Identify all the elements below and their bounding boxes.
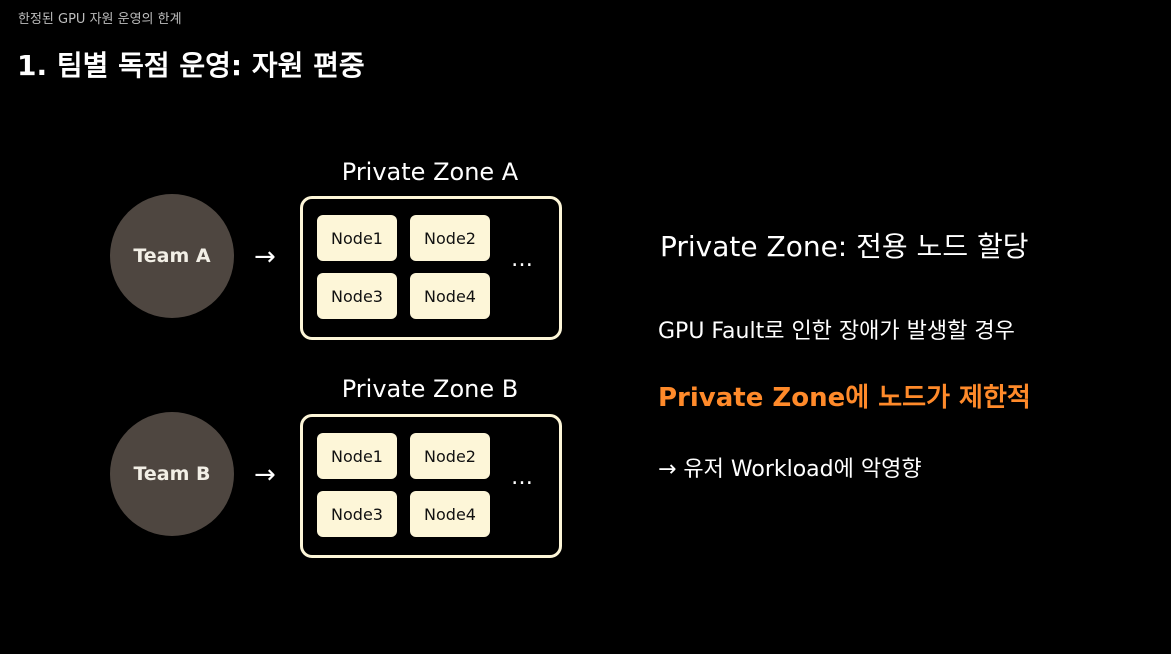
team-b-label: Team B bbox=[133, 463, 211, 485]
zone-b-title: Private Zone B bbox=[341, 375, 519, 403]
info-highlight: Private Zone에 노드가 제한적 bbox=[658, 383, 1031, 413]
info-heading: Private Zone: 전용 노드 할당 bbox=[660, 230, 1029, 263]
info-line-gpu-fault: GPU Fault로 인한 장애가 발생할 경우 bbox=[658, 319, 1015, 344]
arrow-icon: → bbox=[254, 460, 276, 490]
slide-title: 1. 팀별 독점 운영: 자원 편중 bbox=[17, 49, 365, 82]
zone-a-node-3: Node3 bbox=[317, 273, 397, 319]
team-b-circle: Team B bbox=[110, 412, 234, 536]
zone-a-ellipsis: … bbox=[511, 247, 535, 272]
zone-b-node-1: Node1 bbox=[317, 433, 397, 479]
zone-a-title: Private Zone A bbox=[341, 158, 519, 186]
arrow-icon: → bbox=[254, 242, 276, 272]
team-a-label: Team A bbox=[133, 245, 211, 267]
info-line-workload: → 유저 Workload에 악영향 bbox=[658, 457, 922, 482]
team-a-circle: Team A bbox=[110, 194, 234, 318]
zone-b-node-3: Node3 bbox=[317, 491, 397, 537]
zone-a-node-4: Node4 bbox=[410, 273, 490, 319]
section-label: 한정된 GPU 자원 운영의 한계 bbox=[18, 12, 182, 27]
zone-a-node-1: Node1 bbox=[317, 215, 397, 261]
zone-b-ellipsis: … bbox=[511, 465, 535, 490]
zone-b-node-2: Node2 bbox=[410, 433, 490, 479]
zone-a-box: Node1 Node2 Node3 Node4 … bbox=[300, 196, 562, 340]
zone-a-node-2: Node2 bbox=[410, 215, 490, 261]
zone-b-node-4: Node4 bbox=[410, 491, 490, 537]
zone-b-box: Node1 Node2 Node3 Node4 … bbox=[300, 414, 562, 558]
